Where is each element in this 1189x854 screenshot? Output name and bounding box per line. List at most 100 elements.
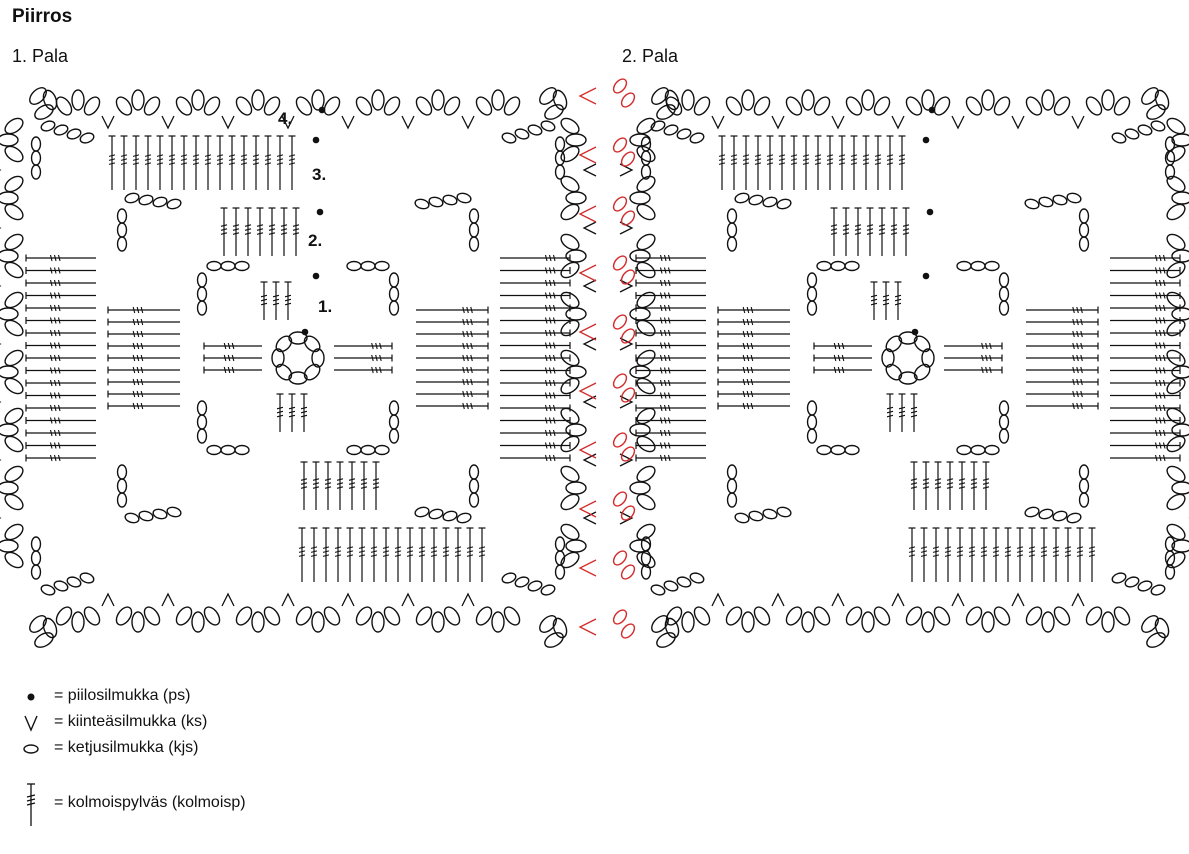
chain-stitch — [629, 423, 651, 437]
chain-stitch — [1024, 198, 1040, 210]
legend-item-single-crochet: = kiinteäsilmukka (ks) — [16, 710, 516, 736]
treble-stitch — [500, 254, 571, 262]
chain-stitch — [1150, 584, 1166, 596]
chain-stitch — [468, 478, 480, 494]
single-crochet-stitch — [461, 592, 475, 607]
treble-stitch — [1110, 254, 1181, 262]
single-crochet-stitch — [831, 592, 845, 607]
treble-stitch — [416, 354, 489, 362]
chain-stitch — [55, 606, 73, 626]
treble-stitch — [276, 135, 284, 190]
chain-stitch — [651, 87, 669, 105]
treble-stitch — [260, 281, 268, 320]
treble-stitch — [838, 135, 846, 190]
treble-stitch — [244, 207, 252, 256]
chain-stitch — [4, 233, 24, 251]
treble-crochet-icon — [26, 783, 36, 826]
legend-label-chain: = ketjusilmukka (kjs) — [54, 739, 199, 756]
chain-stitch — [560, 175, 580, 193]
treble-stitch — [717, 330, 790, 338]
treble-stitch — [717, 378, 790, 386]
treble-stitch — [372, 461, 380, 510]
chain-stitch — [540, 584, 556, 596]
treble-stitch — [1004, 527, 1012, 582]
chain-stitch — [1078, 492, 1090, 508]
chain-stitch — [0, 307, 19, 321]
chain-stitch — [1101, 89, 1115, 111]
treble-stitch — [635, 417, 706, 424]
chain-stitch — [898, 371, 918, 385]
single-crochet-stitch — [578, 146, 597, 164]
chain-stitch — [993, 96, 1011, 116]
chain-stitch — [1164, 164, 1176, 180]
chain-stitch — [741, 611, 755, 633]
chain-stitch — [636, 233, 656, 251]
treble-stitch — [717, 306, 790, 314]
treble-stitch — [382, 527, 390, 582]
chain-stitch — [4, 145, 24, 163]
chain-stitch — [288, 331, 308, 345]
treble-stitch — [1110, 379, 1181, 387]
round-label-3: 3. — [312, 165, 326, 184]
treble-stitch — [500, 342, 571, 349]
chain-stitch — [4, 203, 24, 221]
treble-stitch — [635, 329, 706, 337]
treble-stitch — [842, 207, 850, 256]
chain-stitch — [442, 510, 458, 522]
treble-stitch — [107, 306, 180, 314]
single-crochet-stitch — [101, 115, 115, 130]
slip-stitch — [911, 328, 919, 336]
chain-stitch — [1166, 551, 1186, 569]
single-crochet-stitch — [161, 592, 175, 607]
legend-label-single-crochet: = kiinteäsilmukka (ks) — [54, 713, 208, 730]
treble-stitch — [300, 461, 308, 510]
chain-stitch — [956, 444, 972, 456]
chain-stitch — [636, 349, 656, 367]
single-crochet-stitch — [221, 115, 235, 130]
chain-stitch — [53, 124, 69, 136]
chain-stitch — [612, 255, 628, 271]
chain-stitch — [468, 222, 480, 238]
treble-stitch — [240, 135, 248, 190]
treble-stitch — [500, 379, 571, 387]
chain-stitch — [560, 261, 580, 279]
chain-stitch — [29, 87, 47, 105]
chain-stitch — [1041, 611, 1055, 633]
treble-stitch — [276, 393, 284, 432]
chain-stitch — [676, 128, 692, 140]
chain-stitch — [933, 606, 951, 626]
chain-stitch — [501, 572, 517, 584]
treble-stitch — [203, 342, 262, 350]
chain-stitch — [663, 124, 679, 136]
chain-stitch — [0, 423, 19, 437]
treble-stitch — [635, 342, 706, 349]
treble-stitch — [25, 342, 96, 349]
chain-stitch — [726, 236, 738, 252]
single-crochet-v-icon — [24, 715, 38, 732]
treble-stitch — [958, 461, 966, 510]
treble-stitch — [813, 366, 872, 374]
treble-stitch — [334, 527, 342, 582]
chain-stitch — [933, 96, 951, 116]
treble-stitch — [718, 135, 726, 190]
chain-stitch — [196, 272, 208, 288]
chain-stitch — [554, 164, 566, 180]
chain-stitch — [844, 260, 860, 272]
treble-stitch — [322, 527, 330, 582]
treble-stitch — [406, 527, 414, 582]
treble-stitch — [908, 527, 916, 582]
chain-stitch — [475, 606, 493, 626]
single-crochet-stitch — [582, 337, 597, 351]
chain-stitch — [981, 89, 995, 111]
chain-stitch — [388, 286, 400, 302]
chain-stitch — [898, 331, 918, 345]
single-crochet-stitch — [891, 592, 905, 607]
chain-stitch — [166, 198, 182, 210]
treble-stitch — [890, 207, 898, 256]
chain-stitch — [813, 96, 831, 116]
chain-stitch — [560, 319, 580, 337]
round-label-4: 4. — [278, 109, 292, 128]
treble-stitch — [358, 527, 366, 582]
treble-stitch — [814, 135, 822, 190]
treble-stitch — [252, 135, 260, 190]
